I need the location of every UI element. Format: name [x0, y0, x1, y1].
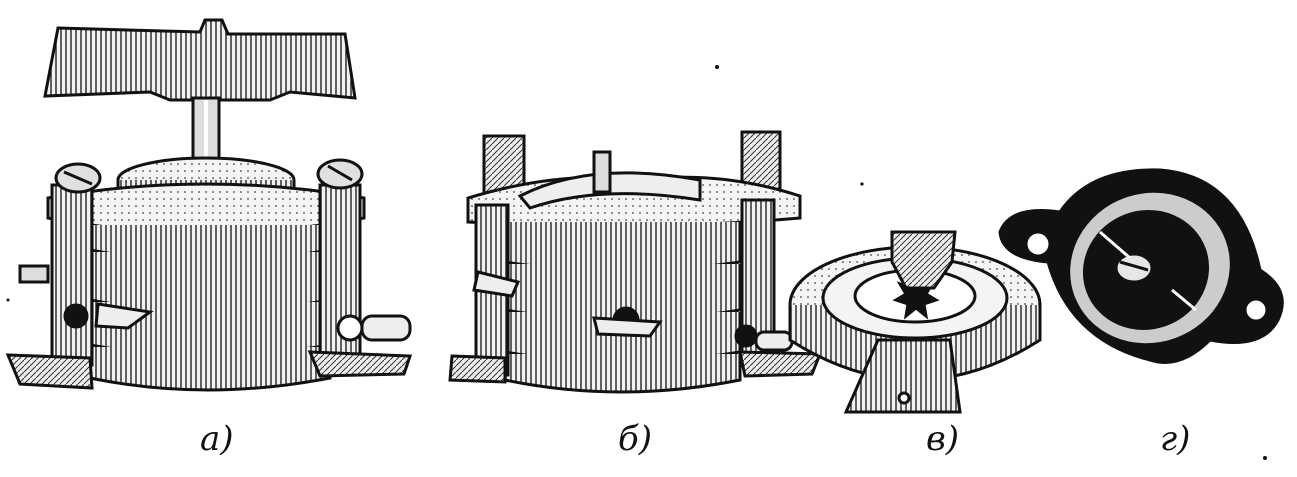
switch-a	[5, 18, 413, 392]
speck	[6, 298, 10, 302]
switch-b	[448, 130, 823, 394]
contact-disc-c	[788, 230, 1042, 414]
caption-a: а)	[200, 419, 234, 459]
caption-b: б)	[618, 419, 653, 459]
bottom-cover-d	[998, 168, 1284, 364]
caption-d: г)	[1160, 419, 1191, 459]
speck	[1263, 456, 1267, 460]
speck	[860, 182, 864, 186]
speck	[715, 65, 719, 69]
handle-a	[43, 18, 357, 102]
caption-c: в)	[926, 419, 960, 459]
